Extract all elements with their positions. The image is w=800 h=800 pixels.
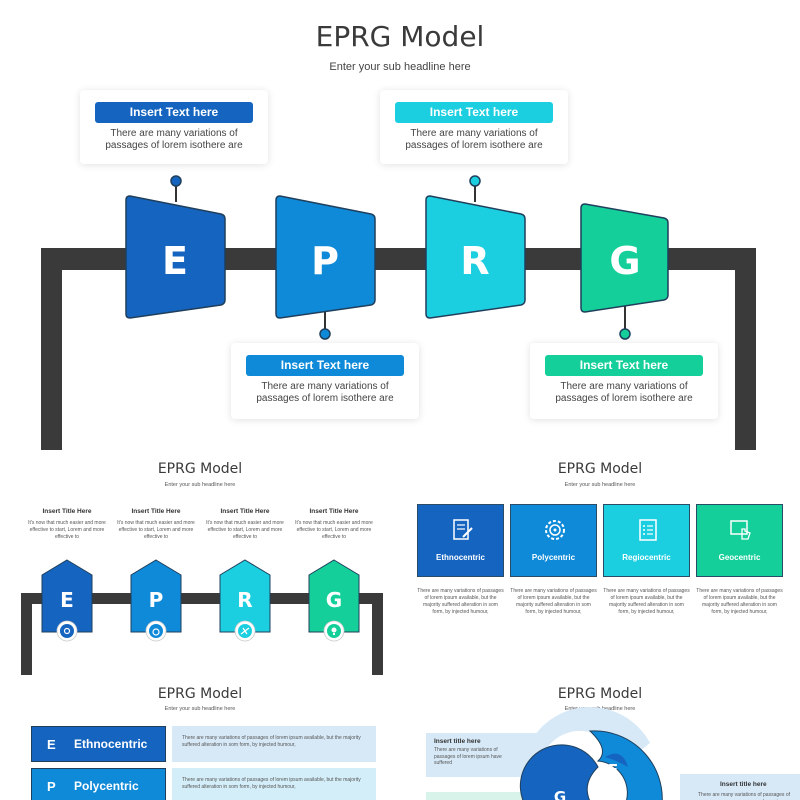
letter-block-e [125, 195, 226, 319]
text-card-r: Insert Text here There are many variatio… [380, 90, 568, 164]
letter-p: P [149, 588, 164, 612]
top-slide: EPRG Model Enter your sub headline here … [41, 20, 756, 450]
letter-g: G [554, 788, 566, 800]
lightbulb-icon [323, 620, 345, 642]
info-box-left [426, 733, 541, 777]
card-title: Insert Text here [246, 355, 404, 376]
info-box-left-lower [426, 792, 526, 800]
airplane-icon [234, 620, 256, 642]
card-title: Insert Text here [95, 102, 253, 123]
model-box-polycentric: Polycentric [510, 504, 597, 577]
model-row-polycentric: P Polycentric [31, 768, 166, 800]
box-label: Geocentric [718, 553, 761, 562]
letter-p: P [311, 239, 339, 283]
box-label: Ethnocentric [436, 553, 485, 562]
slide-title: EPRG Model [557, 686, 643, 702]
connector-dot-r [469, 175, 481, 187]
box-desc: There are many variations of passages of… [417, 588, 504, 615]
page-subtitle: Enter your sub headline here [329, 61, 471, 73]
column-desc: It's now that much easier and more effec… [206, 520, 284, 540]
column-desc: It's now that much easier and more effec… [295, 520, 373, 540]
letter-g: G [609, 239, 640, 283]
letter-e: E [608, 761, 618, 779]
text-card-g: Insert Text here There are many variatio… [530, 343, 718, 419]
eprg-diagram: E P R G [41, 175, 756, 450]
row-letter: E [47, 737, 56, 752]
connector-dot-e [170, 175, 182, 187]
slide-thumbnail-b: EPRG Model Enter your sub headline here … [400, 450, 800, 675]
column-desc: It's now that much easier and more effec… [28, 520, 106, 540]
row-desc-box: There are many variations of passages of… [172, 768, 376, 800]
slide-title: EPRG Model [157, 461, 243, 477]
text-card-p: Insert Text here There are many variatio… [231, 343, 419, 419]
info-desc-left: There are many variations of passages of… [434, 747, 502, 766]
column-title: Insert Title Here [220, 508, 270, 515]
slide-subtitle: Enter your sub headline here [164, 706, 236, 712]
connector-dot-g [619, 328, 631, 340]
row-desc-box: There are many variations of passages of… [172, 726, 376, 762]
checklist-icon [639, 519, 657, 541]
row-label: Polycentric [74, 779, 139, 793]
row-desc: There are many variations of passages of… [182, 735, 361, 748]
letter-g: G [326, 588, 342, 612]
slide-subtitle: Enter your sub headline here [564, 482, 636, 488]
row-label: Ethnocentric [74, 737, 148, 751]
card-desc: There are many variations of passages of… [555, 381, 693, 404]
segment-swirl [605, 753, 628, 767]
row-desc: There are many variations of passages of… [182, 777, 361, 790]
letter-block-g [580, 203, 669, 313]
settings-icon [56, 620, 78, 642]
circular-diagram: E G [519, 706, 663, 800]
column-title: Insert Title Here [42, 508, 92, 515]
model-row-ethnocentric: E Ethnocentric [31, 726, 166, 762]
card-title: Insert Text here [395, 102, 553, 123]
document-pen-icon [453, 519, 473, 540]
card-title: Insert Text here [545, 355, 703, 376]
letter-r: R [237, 588, 252, 612]
info-box-right [680, 774, 800, 800]
box-desc: There are many variations of passages of… [510, 588, 597, 615]
letter-e: E [162, 239, 188, 283]
slide-thumbnail-a: EPRG Model Enter your sub headline here … [0, 450, 400, 675]
letter-block-p [275, 195, 376, 319]
slide-title: EPRG Model [157, 686, 243, 702]
slide-thumbnail-c: EPRG Model Enter your sub headline here … [0, 675, 400, 800]
model-box-geocentric: Geocentric [696, 504, 783, 577]
money-bag-icon [145, 620, 167, 642]
model-box-regiocentric: Regiocentric [603, 504, 690, 577]
slide-title: EPRG Model [557, 461, 643, 477]
model-box-ethnocentric: Ethnocentric [417, 504, 504, 577]
card-desc: There are many variations of passages of… [405, 128, 543, 151]
info-desc-right: There are many variations of passages of… [698, 792, 790, 800]
column-desc: It's now that much easier and more effec… [117, 520, 195, 540]
box-label: Regiocentric [622, 553, 671, 562]
row-letter: P [47, 779, 56, 794]
box-desc: There are many variations of passages of… [696, 588, 783, 615]
segment-g [519, 744, 599, 800]
card-desc: There are many variations of passages of… [256, 381, 394, 404]
box-desc: There are many variations of passages of… [603, 588, 690, 615]
letter-r: R [460, 239, 489, 283]
frame-bar [41, 248, 756, 450]
column-title: Insert Title Here [309, 508, 359, 515]
box-label: Polycentric [531, 553, 576, 562]
gear-icon [545, 520, 565, 540]
slide-a-diagram: E P R G [21, 559, 383, 675]
text-card-e: Insert Text here There are many variatio… [80, 90, 268, 164]
column-title: Insert Title Here [131, 508, 181, 515]
info-title-left: Insert title here [434, 738, 481, 745]
letter-e: E [60, 588, 74, 612]
connector-dot-p [319, 328, 331, 340]
card-desc: There are many variations of passages of… [105, 128, 243, 151]
touch-screen-icon [730, 520, 751, 540]
slide-thumbnail-d: EPRG Model Enter your sub headline here … [400, 675, 800, 800]
slide-subtitle: Enter your sub headline here [164, 482, 236, 488]
info-title-right: Insert title here [720, 781, 767, 788]
page-title: EPRG Model [315, 20, 485, 53]
letter-block-r [425, 195, 526, 319]
